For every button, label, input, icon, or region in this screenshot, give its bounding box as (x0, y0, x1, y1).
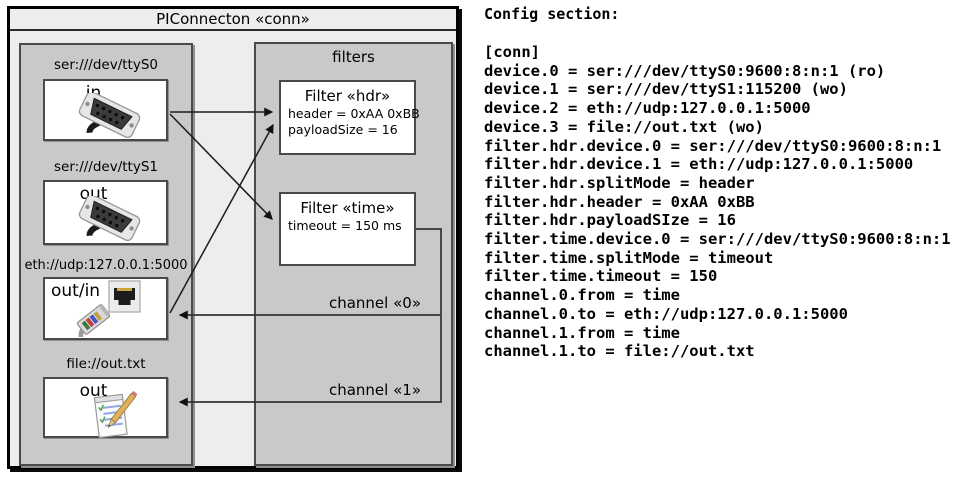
config-line: channel.0.to = eth://udp:127.0.0.1:5000 (484, 304, 848, 323)
serial-connector-icon (78, 196, 141, 242)
device-label-file: file://out.txt (66, 356, 146, 372)
filter-time-title: Filter «time» (300, 199, 395, 217)
filter-hdr-prop-payloadsize: payloadSize = 16 (288, 122, 398, 137)
filter-hdr-title: Filter «hdr» (304, 87, 391, 105)
device-direction-label: out (79, 381, 108, 401)
filters-panel: filters Filter «hdr» header = 0xAA 0xBB … (254, 42, 453, 466)
device-label-eth: eth://udp:127.0.0.1:5000 (24, 258, 188, 273)
config-section-title: Config section: (484, 5, 620, 23)
config-line: filter.hdr.device.1 = eth://udp:127.0.0.… (484, 155, 914, 174)
config-line: [conn] (484, 43, 540, 61)
config-line: filter.time.splitMode = timeout (484, 248, 774, 267)
device-box-ttys0: in (43, 79, 168, 141)
device-direction-label: out/in (51, 281, 101, 301)
filter-hdr-prop-header: header = 0xAA 0xBB (288, 106, 420, 121)
config-line: channel.0.from = time (484, 286, 680, 305)
ethernet-connector-icon (76, 280, 141, 337)
notepad-icon (93, 390, 137, 439)
config-line: device.0 = ser:///dev/ttyS0:9600:8:n:1 (… (484, 61, 886, 80)
config-line: filter.time.timeout = 150 (484, 267, 718, 286)
config-line: filter.hdr.payloadSIze = 16 (484, 211, 736, 230)
config-line: channel.1.to = file://out.txt (484, 342, 755, 361)
devices-panel: ser:///dev/ttyS0 in ser:///dev/ttyS1 o (19, 43, 193, 466)
channel-0-label: channel «0» (328, 294, 421, 312)
config-line: device.1 = ser:///dev/ttyS1:115200 (wo) (484, 80, 848, 99)
filter-box-hdr: Filter «hdr» header = 0xAA 0xBB payloadS… (279, 80, 420, 155)
device-box-ttys1: out (43, 180, 168, 245)
config-listing: [conn] device.0 = ser:///dev/ttyS0:9600:… (484, 43, 951, 361)
device-box-file: out (43, 377, 168, 439)
serial-connector-icon (78, 93, 141, 139)
config-line: filter.hdr.splitMode = header (484, 173, 755, 192)
config-line: filter.hdr.device.0 = ser:///dev/ttyS0:9… (484, 136, 942, 155)
config-line: filter.hdr.header = 0xAA 0xBB (484, 192, 755, 211)
diagram-title-bar: PIConnecton «conn» (10, 9, 456, 31)
diagram-title: PIConnecton «conn» (156, 10, 310, 28)
filters-panel-title: filters (332, 48, 375, 66)
config-line: filter.time.device.0 = ser:///dev/ttyS0:… (484, 230, 951, 249)
device-box-eth: out/in (43, 277, 168, 340)
filter-time-prop-timeout: timeout = 150 ms (288, 218, 402, 233)
filter-box-time: Filter «time» timeout = 150 ms (279, 192, 416, 266)
device-label-ttys0: ser:///dev/ttyS0 (54, 57, 158, 73)
config-line: device.3 = file://out.txt (wo) (484, 117, 764, 136)
device-label-ttys1: ser:///dev/ttyS1 (54, 159, 158, 175)
piconnecton-diagram: PIConnecton «conn» ser:///dev/ttyS0 in (7, 6, 459, 469)
channel-1-label: channel «1» (328, 381, 421, 399)
config-line: device.2 = eth://udp:127.0.0.1:5000 (484, 99, 811, 118)
config-line: channel.1.from = time (484, 323, 680, 342)
